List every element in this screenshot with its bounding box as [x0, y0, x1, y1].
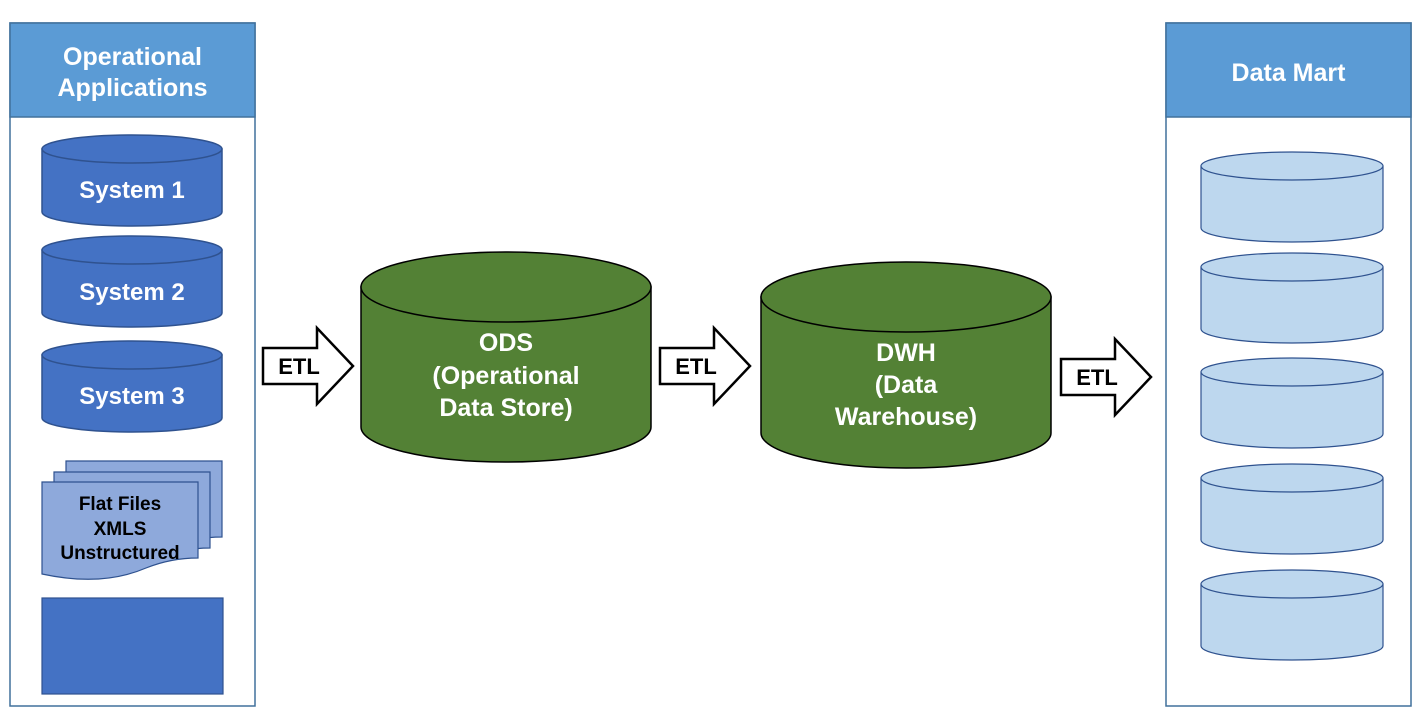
- system-1-label: System 1: [79, 177, 184, 204]
- flat-files-label: Flat Files: [79, 494, 161, 515]
- unstructured-label: Unstructured: [60, 543, 179, 564]
- left-panel-header: [9, 22, 256, 118]
- ods-cylinder: ODS (Operational Data Store): [360, 251, 652, 463]
- system-2-cylinder: System 2: [41, 235, 223, 328]
- data-mart-panel: Data Mart: [1165, 22, 1412, 707]
- data-mart-cylinder-3: [1200, 357, 1384, 449]
- etl-label-3: ETL: [1076, 365, 1118, 390]
- ods-label-line1: ODS: [479, 329, 533, 357]
- etl-arrow-1: ETL: [261, 324, 355, 408]
- system-2-label: System 2: [79, 279, 184, 306]
- data-mart-cylinder-4: [1200, 463, 1384, 555]
- system-3-cylinder: System 3: [41, 340, 223, 433]
- data-mart-cylinder-2: [1200, 252, 1384, 344]
- dwh-label-line2: (Data: [875, 371, 939, 399]
- etl-arrow-2: ETL: [658, 324, 752, 408]
- ods-label-line2: (Operational: [432, 362, 579, 390]
- data-mart-cylinder-1: [1200, 151, 1384, 243]
- system-1-cylinder: System 1: [41, 134, 223, 227]
- dwh-cylinder: DWH (Data Warehouse): [760, 261, 1052, 469]
- etl-label-1: ETL: [278, 354, 320, 379]
- system-3-label: System 3: [79, 383, 184, 410]
- left-panel-title-line1: Operational: [63, 43, 202, 71]
- left-panel-title-line2: Applications: [57, 74, 207, 102]
- etl-arrow-3: ETL: [1059, 335, 1153, 419]
- right-panel-header: [1165, 22, 1412, 118]
- flat-files-documents-icon: Flat Files XMLS Unstructured: [41, 460, 223, 580]
- ods-label-line3: Data Store): [439, 394, 572, 422]
- other-source-box: [41, 597, 224, 695]
- dwh-label-line1: DWH: [876, 339, 936, 367]
- xmls-label: XMLS: [94, 519, 147, 540]
- right-panel-title: Data Mart: [1232, 59, 1347, 87]
- operational-applications-panel: Operational Applications System 1 System…: [9, 22, 256, 707]
- dwh-label-line3: Warehouse): [835, 403, 977, 431]
- data-mart-cylinder-5: [1200, 569, 1384, 661]
- etl-label-2: ETL: [675, 354, 717, 379]
